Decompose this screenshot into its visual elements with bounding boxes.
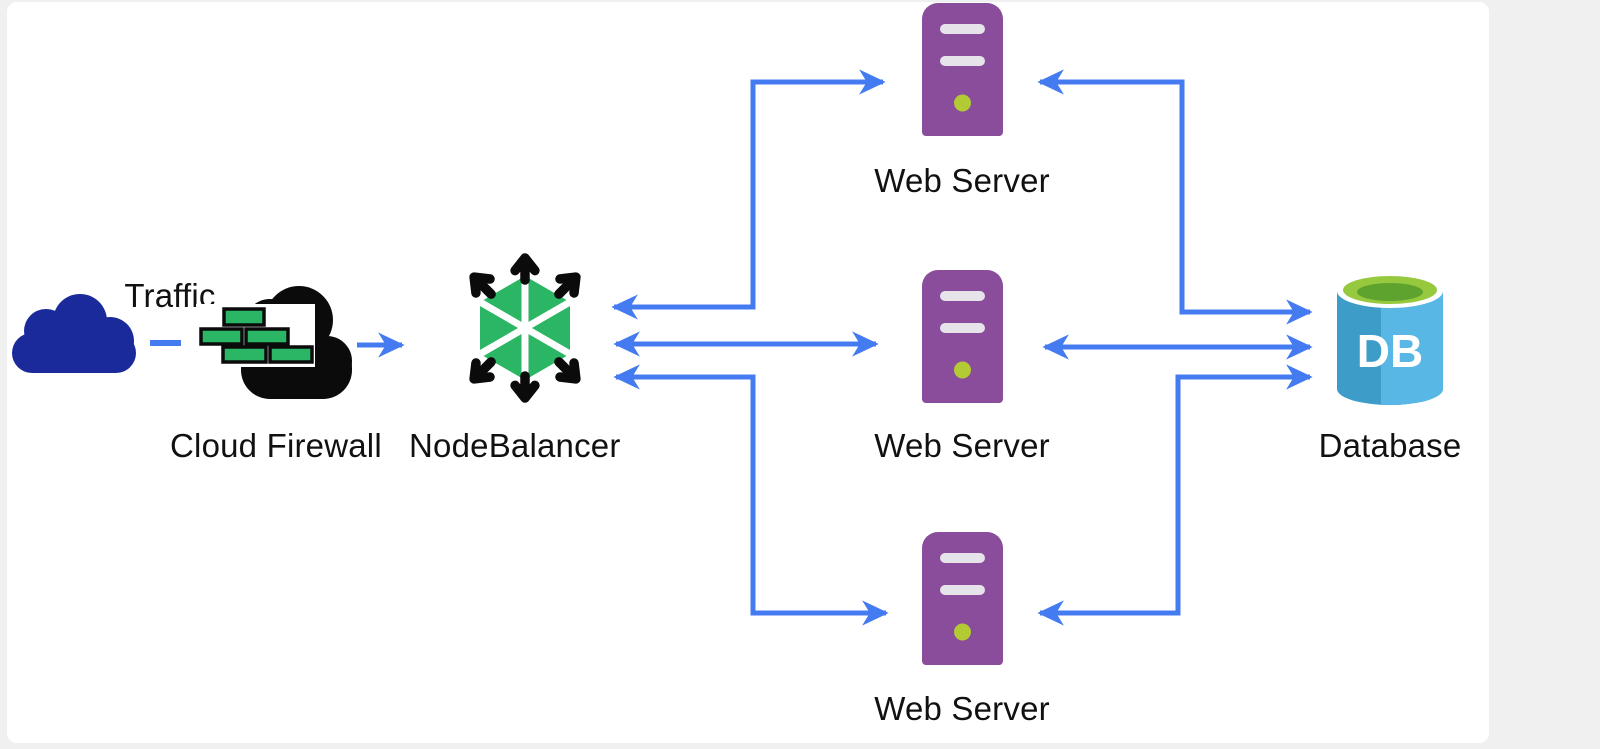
node-traffic — [10, 291, 138, 375]
database-cylinder-icon: DB — [1337, 274, 1443, 405]
server-tower-icon — [922, 3, 1003, 136]
node-database: DB — [1337, 265, 1443, 407]
firewall-cloud-icon — [196, 286, 352, 399]
node-web-server-middle — [922, 270, 1003, 403]
db-text: DB — [1357, 325, 1423, 377]
node-web-server-top — [922, 3, 1003, 136]
cloud-icon — [12, 294, 136, 373]
server-tower-icon — [922, 270, 1003, 403]
web-server-middle-label: Web Server — [874, 427, 1050, 464]
web-server-top-label: Web Server — [874, 162, 1050, 199]
node-nodebalancer — [440, 243, 610, 413]
nodebalancer-label: NodeBalancer — [409, 427, 621, 464]
node-web-server-bottom — [922, 532, 1003, 665]
server-tower-icon — [922, 532, 1003, 665]
database-label: Database — [1318, 427, 1462, 464]
cloud-firewall-label: Cloud Firewall — [170, 427, 382, 464]
firewall-bricks — [199, 307, 314, 364]
node-cloud-firewall — [195, 283, 353, 403]
web-server-bottom-label: Web Server — [874, 690, 1050, 727]
nodebalancer-hexagon-icon — [469, 253, 581, 403]
